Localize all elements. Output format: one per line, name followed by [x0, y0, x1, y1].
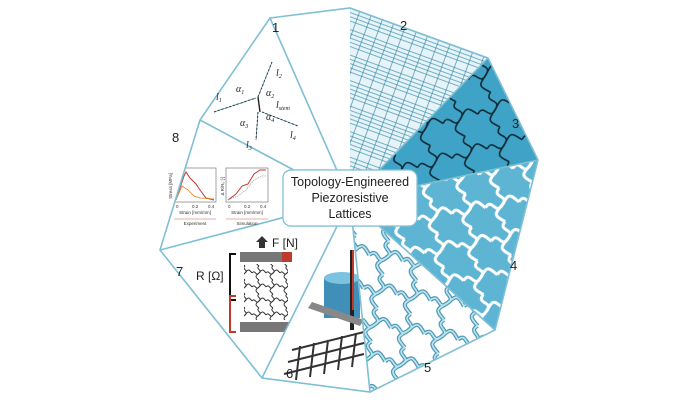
left-plot-xlabel: Strain [mm/mm]	[179, 210, 211, 215]
bottom-electrode	[240, 322, 292, 332]
section-number-6: 6	[286, 366, 293, 381]
section-number-3: 3	[512, 116, 519, 131]
center-title-line-1: Topology-Engineered	[291, 175, 409, 189]
section-number-5: 5	[424, 360, 431, 375]
strut-l3-center	[255, 111, 259, 141]
base-lattice-3d	[283, 329, 370, 381]
label-l1: l1	[216, 92, 222, 104]
right-plot-tick-0: 0	[228, 204, 231, 209]
label-alpha1: α1	[236, 84, 244, 96]
lower-bracket	[229, 295, 236, 333]
left-plot-tick-0: 0	[176, 204, 179, 209]
strut-l1-center	[213, 97, 257, 113]
left-plot-ylabel: Stress [MPa]	[168, 173, 173, 199]
label-l4: l4	[290, 130, 296, 142]
label-alpha3: α3	[240, 118, 248, 130]
top-electrode	[240, 252, 292, 262]
cylinder-top	[324, 272, 360, 284]
center-label-box-front	[282, 169, 418, 227]
clamp-plate	[308, 302, 364, 326]
strut-l2-center	[257, 61, 273, 98]
section-number-8: 8	[172, 130, 179, 145]
label-alpha4: α4	[266, 112, 274, 124]
left-plot-caption: Experiment	[184, 221, 208, 226]
left-plot-tick-1: 0.2	[192, 204, 199, 209]
right-plot-tick-1: 0.2	[244, 204, 251, 209]
section-number-2: 2	[400, 18, 407, 33]
left-plot-curve-orange	[175, 185, 215, 201]
force-arrow-icon	[256, 236, 268, 248]
strut-l4-center	[261, 111, 299, 127]
top-electrode-accent	[282, 252, 292, 262]
left-plot-curve-red	[175, 171, 215, 201]
force-label: F [N]	[272, 236, 298, 250]
right-plot-ylabel: Δ R/R₀ [-]	[220, 177, 225, 196]
strut-stem	[257, 96, 261, 113]
probe-rod-accent	[352, 250, 354, 310]
right-plot-xlabel: Strain [mm/mm]	[231, 210, 263, 215]
center-title-line-2: Piezoresistive	[311, 191, 388, 205]
section-number-7: 7	[176, 264, 183, 279]
resistance-label: R [Ω]	[196, 269, 224, 283]
label-l2: l2	[276, 68, 282, 80]
upper-bracket	[229, 253, 236, 301]
center-title-line-3: Lattices	[328, 207, 371, 221]
label-alpha2: α2	[266, 88, 274, 100]
right-plot-curve-gray	[227, 175, 266, 201]
right-plot-tick-2: 0.4	[260, 204, 267, 209]
right-plot-caption: Simulation	[236, 221, 258, 226]
right-plot-curve-red	[227, 169, 266, 201]
sample-lattice	[244, 264, 288, 320]
label-lstem: lstem	[276, 100, 290, 112]
section-number-4: 4	[510, 258, 517, 273]
left-plot-tick-2: 0.4	[208, 204, 215, 209]
label-l3: l3	[246, 140, 252, 152]
section-number-1: 1	[272, 20, 279, 35]
